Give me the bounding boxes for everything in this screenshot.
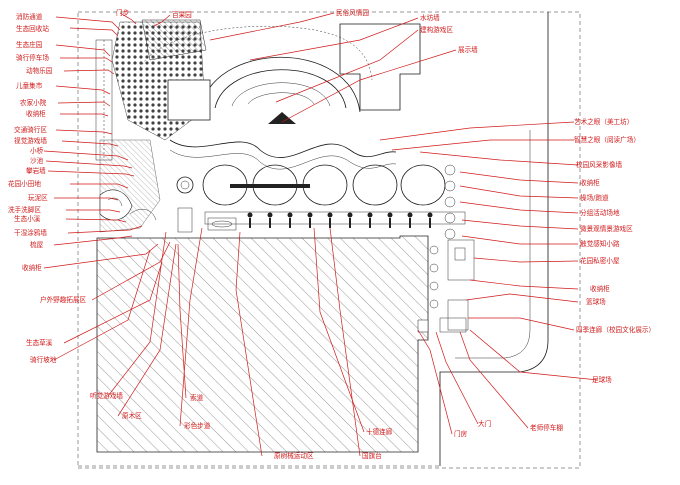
label-shengtai-caoxi: 生态草溪 (26, 338, 53, 347)
label-shouna-gui-3: 收纳柜 (590, 284, 610, 293)
label-panyan-qiang: 攀岩墙 (26, 166, 46, 175)
label-baiguo-yuan: 百果园 (172, 11, 192, 19)
label-damen: 大门 (478, 419, 491, 428)
label-huayuan-xiaotian: 花园小田地 (8, 179, 41, 188)
label-shengtai-huishou: 生态回收站 (16, 24, 49, 33)
amphitheater-outer (199, 56, 361, 113)
label-caise-budao: 彩色步道 (184, 421, 211, 430)
label-yishu-zhiyan: 艺术之眼（美工坊） (574, 117, 633, 126)
label-xiaoyuan-fengcai: 校园风采影像墙 (576, 160, 623, 169)
label-minsu-fengqing: 民俗风情园 (336, 8, 369, 17)
label-huayuan-sishi: 花园私密小屋 (580, 256, 620, 265)
label-zuqiu: 足球场 (592, 375, 612, 384)
label-siji-lianlang: 四季连廊（校园文化展示） (576, 325, 655, 334)
east-road (439, 12, 549, 466)
site-boundary (77, 11, 581, 469)
east-circles (429, 164, 456, 309)
label-suodao: 索道 (190, 393, 204, 402)
label-qixing-podi: 骑行坡地 (30, 355, 57, 364)
label-shouna-gui-1: 收纳柜 (26, 109, 46, 118)
label-dongwu-leyuan: 动物乐园 (26, 66, 53, 75)
label-xiaofang: 消防通道 (16, 12, 43, 21)
label-ertong-jishi: 儿童集市 (16, 81, 43, 90)
label-shengtai-xiaoxi: 生态小溪 (14, 214, 41, 223)
label-shijue-youxi: 视觉游戏墙 (14, 136, 47, 145)
private-house (447, 239, 475, 281)
label-xiaoqiao: 小桥 (30, 146, 44, 155)
label-shengtai-zhuangyuan: 生态庄园 (16, 40, 43, 49)
label-lanqiu: 篮球场 (586, 297, 606, 306)
label-shouna-gui-2: 收纳柜 (22, 263, 42, 272)
label-fenzu-huodong: 分组活动场地 (580, 208, 620, 217)
label-laoshi-tingche: 老师停车棚 (530, 423, 563, 432)
label-xishou: 洗手洗脚区 (8, 205, 41, 214)
top-right-building (339, 23, 421, 111)
label-nongjia-xiaoyuan: 农家小院 (20, 98, 47, 107)
label-weiguan-youxi: 微景观情景游戏区 (580, 224, 633, 233)
label-tingjue-youxi: 听觉游戏墙 (90, 391, 123, 400)
label-zhanshi-qiang: 展示墙 (458, 45, 478, 54)
label-shuiqiang: 水坊墙 (420, 13, 440, 22)
label-zhihui-zhiyan: 智慧之眼（阅读广场） (574, 135, 640, 144)
label-jiaotong-qixing: 交通骑行区 (14, 125, 47, 134)
label-caochang: 操场/跑道 (580, 193, 609, 202)
label-shachi: 沙池 (30, 156, 44, 165)
label-yuanshu-yundong: 原树械运动区 (274, 451, 314, 460)
label-shouna-gui-4: 收纳柜 (580, 178, 600, 187)
label-wanni: 玩泥区 (28, 194, 48, 202)
label-shijie-lianlang: 十德连廊 (366, 427, 393, 436)
label-chujue-ganzhi: 触觉感知小路 (580, 239, 620, 248)
label-yuanmu: 原木区 (122, 411, 142, 420)
teaching-building (96, 235, 429, 453)
label-menwei: 门房 (454, 429, 468, 438)
wave-path (169, 139, 397, 158)
label-guoqitai: 国旗台 (362, 451, 382, 460)
label-huwai-yeqi: 户外野趣拓展区 (40, 295, 87, 304)
label-dingbu: 门步 (116, 8, 130, 17)
label-tuowu: 梳屋 (30, 240, 44, 249)
fitness-posts (247, 212, 433, 228)
label-jiangou-youxi: 建构游戏区 (420, 25, 453, 34)
label-group: 消防通道 生态回收站 生态庄园 骑行停车场 动物乐园 儿童集市 农家小院 收纳柜… (8, 8, 655, 460)
label-qixing-tingche: 骑行停车场 (16, 53, 49, 62)
label-ganhun: 干湿涂鸦墙 (14, 228, 47, 237)
